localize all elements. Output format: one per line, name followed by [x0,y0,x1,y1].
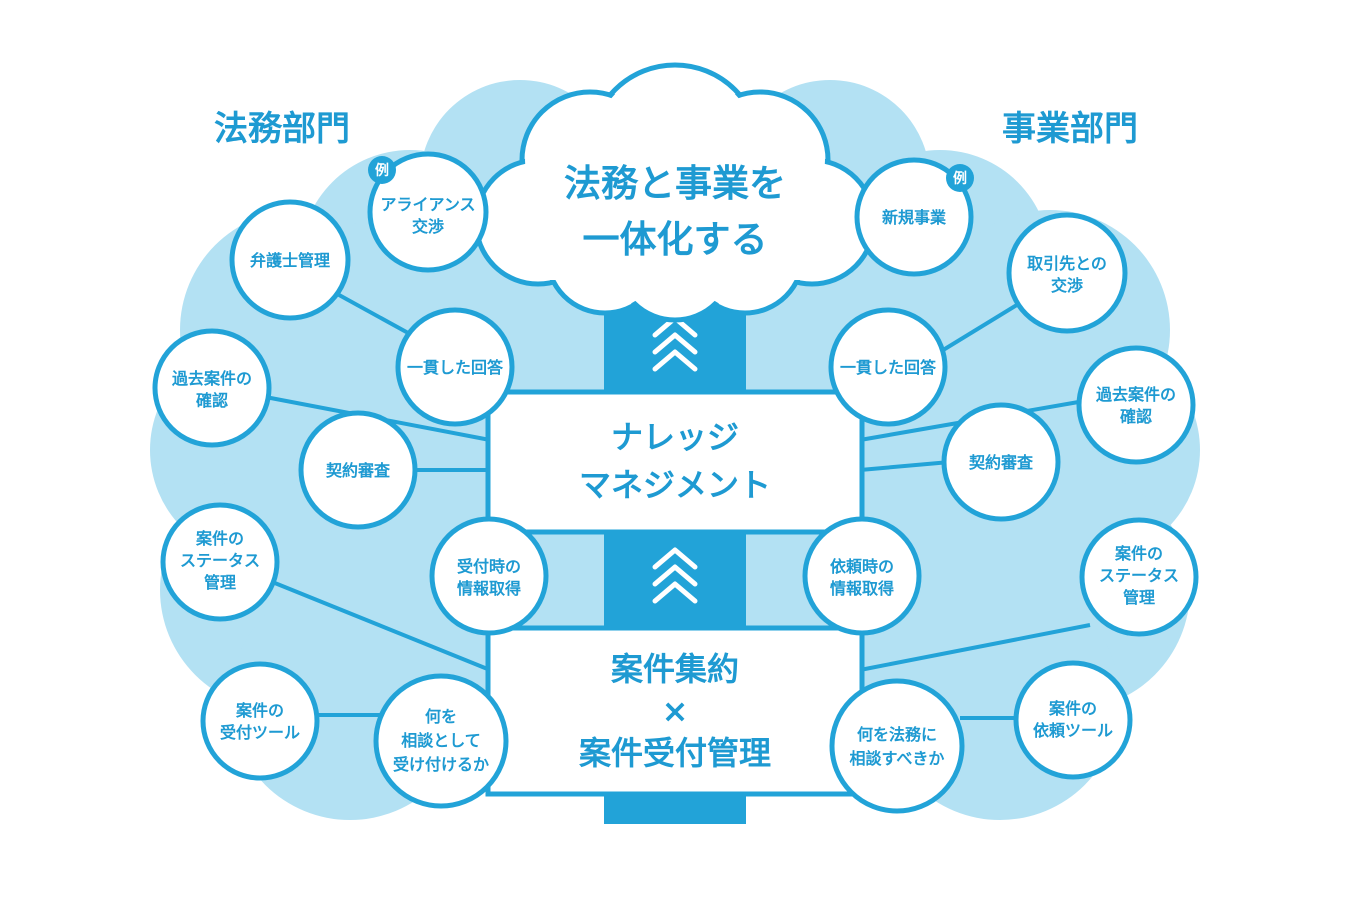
node-past-cases-left: 過去案件の 確認 [152,328,272,448]
node-case-status-left: 案件の ステータス 管理 [160,502,280,622]
node-what-accept-line-3: 受け付けるか [393,755,489,774]
node-intake-tool: 案件の 受付ツール [200,661,320,781]
node-contract-left-line-1: 契約審査 [325,461,390,480]
node-status-right-line-1: 案件の [1114,544,1163,563]
case-line-1: 案件集約 [611,650,739,688]
node-request-tool: 案件の 依頼ツール [1013,660,1133,780]
node-consistent-answer-right: 一貫した回答 [828,307,948,427]
node-what-accept-line-1: 何を [425,707,457,726]
case-management-box: 案件集約 × 案件受付管理 [485,625,865,797]
top-cloud: 法務と事業を 一体化する [473,62,877,323]
node-case-status-right: 案件の ステータス 管理 [1079,517,1199,637]
node-status-right-line-2: ステータス [1099,566,1179,585]
node-request-info-line-2: 情報取得 [830,579,894,598]
node-contract-review-right: 契約審査 [941,402,1061,522]
node-intake-info: 受付時の 情報取得 [429,516,549,636]
node-alliance-line-1: アライアンス [380,195,475,214]
cloud-line-2: 一体化する [583,218,768,261]
node-request-tool-line-2: 依頼ツール [1033,721,1113,740]
node-partner-line-2: 交渉 [1051,276,1083,295]
node-alliance-line-2: 交渉 [412,217,444,236]
example-badge: 例 [946,164,974,192]
node-past-cases-right: 過去案件の 確認 [1076,345,1196,465]
example-badge: 例 [368,156,396,184]
node-past-left-line-1: 過去案件の [171,369,252,388]
svg-text:例: 例 [375,162,389,179]
right-department-title: 事業部門 [1002,109,1138,149]
node-request-tool-line-1: 案件の [1048,699,1097,718]
knowledge-line-1: ナレッジ [611,418,739,456]
node-what-to-accept: 何を 相談として 受け付けるか [373,673,509,809]
node-intake-info-line-1: 受付時の [457,557,521,576]
node-partner-negotiation: 取引先との 交渉 [1006,212,1128,334]
node-alliance: アライアンス 交渉 [367,151,489,273]
left-department-title: 法務部門 [214,109,350,149]
node-contract-right-line-1: 契約審査 [968,453,1033,472]
node-what-accept-line-2: 相談として [401,731,481,750]
svg-text:例: 例 [953,170,967,187]
node-intake-tool-line-2: 受付ツール [220,723,300,742]
node-what-consult-line-1: 何を法務に [857,725,937,744]
node-past-left-line-2: 確認 [196,391,228,410]
node-past-right-line-2: 確認 [1120,407,1152,426]
node-past-right-line-1: 過去案件の [1095,385,1176,404]
node-status-left-line-2: ステータス [180,551,260,570]
node-status-right-line-3: 管理 [1123,588,1155,607]
node-status-left-line-3: 管理 [204,573,236,592]
node-intake-tool-line-1: 案件の [235,701,284,720]
node-intake-info-line-2: 情報取得 [457,579,521,598]
case-line-3: 案件受付管理 [579,734,771,772]
node-new-business: 新規事業 [854,157,974,277]
node-what-to-consult: 何を法務に 相談すべきか [829,678,965,814]
node-consistent-answer-left: 一貫した回答 [395,307,515,427]
knowledge-line-2: マネジメント [579,466,771,504]
node-contract-review-left: 契約審査 [298,410,418,530]
node-lawyer-line-1: 弁護士管理 [250,251,330,270]
knowledge-management-box: ナレッジ マネジメント [485,389,865,535]
node-status-left-line-1: 案件の [195,529,244,548]
node-new-business-line-1: 新規事業 [882,208,947,227]
up-chevron-icon [652,547,698,604]
cloud-line-1: 法務と事業を [564,162,786,205]
node-what-consult-line-2: 相談すべきか [850,749,945,768]
node-partner-line-1: 取引先との [1027,254,1107,273]
node-consistent-left-line-1: 一貫した回答 [407,358,504,377]
node-request-info: 依頼時の 情報取得 [802,516,922,636]
node-lawyer-management: 弁護士管理 [229,199,351,321]
node-consistent-right-line-1: 一貫した回答 [840,358,937,377]
node-request-info-line-1: 依頼時の [830,557,894,576]
case-line-2: × [662,692,689,730]
